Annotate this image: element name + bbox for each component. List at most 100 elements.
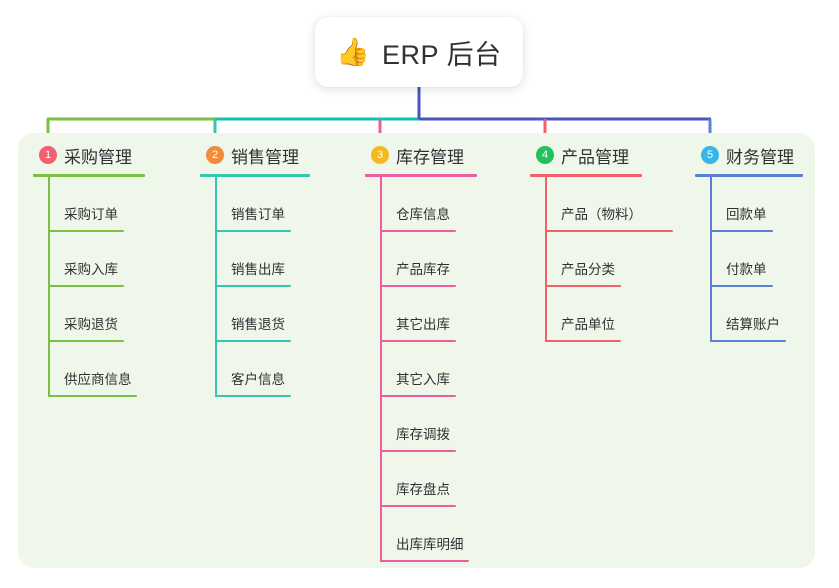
branch-item-rule	[545, 285, 621, 287]
branch-item[interactable]: 采购订单	[33, 177, 145, 232]
branch-stem-line	[380, 177, 382, 562]
branch-item[interactable]: 产品（物料）	[530, 177, 673, 232]
branch-item[interactable]: 产品单位	[530, 287, 673, 342]
branch-header-rule	[33, 174, 145, 177]
branch-item-rule	[380, 230, 456, 232]
branch-item-label: 回款单	[726, 207, 767, 222]
branch-item-rule	[380, 340, 456, 342]
branch-items: 采购订单采购入库采购退货供应商信息	[33, 177, 145, 397]
root-node-erp-backend[interactable]: 👍 ERP 后台	[315, 17, 523, 87]
branch-items: 回款单付款单结算账户	[695, 177, 803, 342]
branch-item-rule	[48, 340, 124, 342]
branch-item-label: 库存盘点	[396, 482, 450, 497]
branch-item[interactable]: 销售订单	[200, 177, 310, 232]
branch-item[interactable]: 回款单	[695, 177, 803, 232]
branch-title: 销售管理	[231, 147, 299, 167]
branch-header-2[interactable]: 2 销售管理	[206, 143, 310, 167]
branch-item[interactable]: 采购入库	[33, 232, 145, 287]
branch-item[interactable]: 付款单	[695, 232, 803, 287]
branch-number-badge: 3	[371, 146, 389, 164]
branch-item-label: 销售出库	[231, 262, 285, 277]
branch-item-rule	[48, 285, 124, 287]
branch-item-label: 采购退货	[64, 317, 118, 332]
branch-item[interactable]: 仓库信息	[365, 177, 477, 232]
branch-item-rule	[380, 560, 469, 562]
branch-title: 库存管理	[396, 147, 464, 167]
branch-column-4: 4 产品管理产品（物料） 产品分类产品单位	[530, 143, 673, 342]
branch-item-label: 产品单位	[561, 317, 615, 332]
branch-header-rule	[530, 174, 642, 177]
thumbs-up-icon: 👍	[336, 36, 371, 68]
branch-item-label: 出库库明细	[396, 537, 464, 552]
branch-header-rule	[365, 174, 477, 177]
branch-item-rule	[545, 340, 621, 342]
branch-item-label: 销售订单	[231, 207, 285, 222]
branch-item[interactable]: 其它入库	[365, 342, 477, 397]
branch-column-2: 2 销售管理销售订单销售出库销售退货客户信息	[200, 143, 310, 397]
branch-stem-line	[48, 177, 50, 397]
branch-item[interactable]: 库存盘点	[365, 452, 477, 507]
branch-item-label: 产品（物料）	[561, 207, 642, 222]
branch-item-rule	[710, 230, 773, 232]
branch-item-label: 销售退货	[231, 317, 285, 332]
branch-title: 财务管理	[726, 147, 794, 167]
branch-item[interactable]: 结算账户	[695, 287, 803, 342]
branch-item-label: 供应商信息	[64, 372, 132, 387]
branch-column-5: 5 财务管理回款单付款单结算账户	[695, 143, 803, 342]
branch-title: 产品管理	[561, 147, 629, 167]
root-node-title: ERP 后台	[382, 39, 502, 70]
branch-item-rule	[710, 285, 773, 287]
branch-item-rule	[380, 450, 456, 452]
branch-item-rule	[215, 395, 291, 397]
branch-item[interactable]: 供应商信息	[33, 342, 145, 397]
branch-item-label: 付款单	[726, 262, 767, 277]
branch-item[interactable]: 库存调拨	[365, 397, 477, 452]
branch-items: 产品（物料） 产品分类产品单位	[530, 177, 673, 342]
branch-item[interactable]: 出库库明细	[365, 507, 477, 562]
branch-item-label: 产品库存	[396, 262, 450, 277]
branch-item-label: 客户信息	[231, 372, 285, 387]
branch-item-rule	[48, 395, 137, 397]
branch-item-label: 采购入库	[64, 262, 118, 277]
branch-item[interactable]: 客户信息	[200, 342, 310, 397]
branch-item-rule	[380, 285, 456, 287]
branch-header-rule	[200, 174, 310, 177]
branch-item-label: 采购订单	[64, 207, 118, 222]
branch-item-rule	[215, 230, 291, 232]
branch-item[interactable]: 产品分类	[530, 232, 673, 287]
branch-item-label: 仓库信息	[396, 207, 450, 222]
branch-item-rule	[215, 285, 291, 287]
branch-header-rule	[695, 174, 803, 177]
branch-number-badge: 2	[206, 146, 224, 164]
branch-item-label: 结算账户	[726, 317, 780, 332]
branch-number-badge: 4	[536, 146, 554, 164]
branch-item-label: 其它入库	[396, 372, 450, 387]
branch-stem-line	[545, 177, 547, 342]
branches-panel	[18, 133, 815, 568]
branch-item[interactable]: 其它出库	[365, 287, 477, 342]
branch-items: 销售订单销售出库销售退货客户信息	[200, 177, 310, 397]
branch-item-label: 其它出库	[396, 317, 450, 332]
branch-stem-line	[215, 177, 217, 397]
branch-item-rule	[380, 395, 456, 397]
branch-column-3: 3 库存管理仓库信息产品库存其它出库其它入库库存调拨库存盘点出库库明细	[365, 143, 477, 562]
branch-number-badge: 5	[701, 146, 719, 164]
branch-item[interactable]: 销售出库	[200, 232, 310, 287]
branch-item[interactable]: 采购退货	[33, 287, 145, 342]
branch-item-rule	[545, 230, 673, 232]
branch-item[interactable]: 产品库存	[365, 232, 477, 287]
branch-item-label: 库存调拨	[396, 427, 450, 442]
branch-stem-line	[710, 177, 712, 342]
branch-title: 采购管理	[64, 147, 132, 167]
branch-items: 仓库信息产品库存其它出库其它入库库存调拨库存盘点出库库明细	[365, 177, 477, 562]
branch-header-4[interactable]: 4 产品管理	[536, 143, 673, 167]
branch-item-rule	[380, 505, 456, 507]
branch-header-3[interactable]: 3 库存管理	[371, 143, 477, 167]
branch-item-rule	[215, 340, 291, 342]
branch-item[interactable]: 销售退货	[200, 287, 310, 342]
branch-item-rule	[48, 230, 124, 232]
branch-header-5[interactable]: 5 财务管理	[701, 143, 803, 167]
